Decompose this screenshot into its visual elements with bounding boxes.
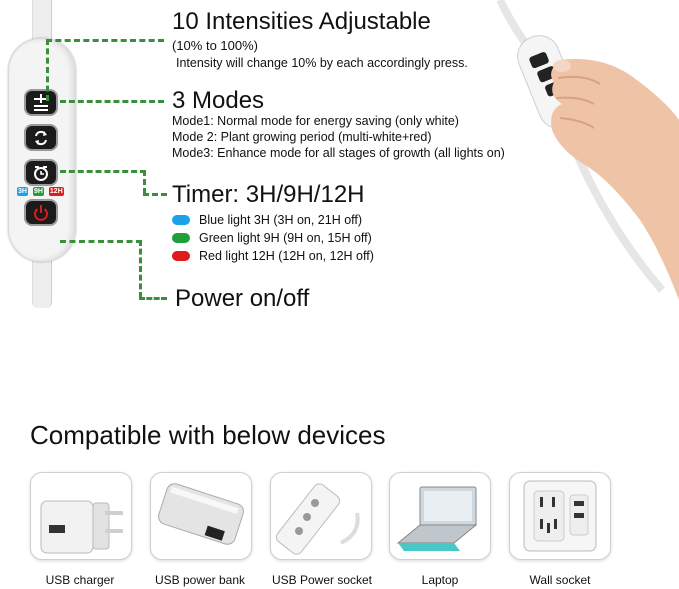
timer-leds: 3H 9H 12H (17, 187, 64, 196)
timer-item-label: Red light 12H (12H on, 12H off) (199, 249, 374, 263)
brightness-button[interactable] (24, 89, 58, 116)
led-9h: 9H (32, 187, 44, 196)
red-dot-icon (172, 251, 190, 261)
blue-dot-icon (172, 215, 190, 225)
guide-line-timer-end (143, 193, 167, 196)
device-card-usb-charger (30, 472, 132, 560)
device-label: Wall socket (529, 573, 591, 587)
led-3h: 3H (17, 187, 28, 196)
timer-item-blue: Blue light 3H (3H on, 21H off) (172, 211, 374, 229)
guide-line-modes (60, 100, 164, 103)
cable-bottom (32, 258, 52, 308)
laptop-icon (396, 486, 478, 551)
power-button[interactable] (24, 199, 58, 226)
device-card-wall-socket (509, 472, 611, 560)
guide-line-power-vertical (139, 240, 142, 298)
power-icon (34, 204, 48, 221)
guide-line-intensity-vertical (46, 39, 49, 101)
mode-line-2: Mode 2: Plant growing period (multi-whit… (172, 130, 432, 144)
cycle-icon (35, 130, 47, 145)
timer-item-green: Green light 9H (9H on, 15H off) (172, 229, 374, 247)
device-label: Laptop (421, 573, 459, 587)
device-label: USB charger (45, 573, 115, 587)
plus-minus-icon (34, 93, 48, 111)
modes-title: 3 Modes (172, 87, 265, 114)
mode-line-3: Mode3: Enhance mode for all stages of gr… (172, 146, 505, 160)
guide-line-power (60, 240, 142, 243)
mode-line-1: Mode1: Normal mode for energy saving (on… (172, 114, 459, 128)
timer-item-label: Blue light 3H (3H on, 21H off) (199, 213, 363, 227)
clock-icon (34, 165, 48, 181)
power-strip-icon (275, 483, 360, 555)
hand-photo (490, 0, 679, 320)
timer-item-red: Red light 12H (12H on, 12H off) (172, 247, 374, 265)
wall-socket-icon (523, 480, 597, 552)
usb-charger-icon (40, 500, 123, 554)
timer-title: Timer: 3H/9H/12H (172, 181, 365, 208)
cable-top (32, 0, 52, 40)
guide-line-power-end (139, 297, 167, 300)
power-title: Power on/off (175, 285, 310, 312)
led-12h: 12H (48, 187, 64, 196)
intensity-note: Intensity will change 10% by each accord… (176, 56, 468, 70)
intensity-title: 10 Intensities Adjustable (172, 8, 431, 35)
device-label: USB power bank (154, 573, 246, 587)
device-label: USB Power socket (271, 573, 373, 587)
hand-illustration (496, 0, 679, 300)
timer-list: Blue light 3H (3H on, 21H off) Green lig… (172, 211, 374, 265)
green-dot-icon (172, 233, 190, 243)
guide-line-intensity (46, 39, 164, 42)
device-card-power-bank (150, 472, 252, 560)
timer-button[interactable] (24, 159, 58, 186)
device-card-power-strip (270, 472, 372, 560)
compatible-heading: Compatible with below devices (30, 420, 386, 450)
timer-item-label: Green light 9H (9H on, 15H off) (199, 231, 372, 245)
mode-button[interactable] (24, 124, 58, 151)
intensity-range: (10% to 100%) (172, 38, 258, 53)
guide-line-timer (60, 170, 146, 173)
device-card-laptop (389, 472, 491, 560)
guide-line-timer-vertical (143, 170, 146, 194)
power-bank-icon (158, 483, 244, 545)
